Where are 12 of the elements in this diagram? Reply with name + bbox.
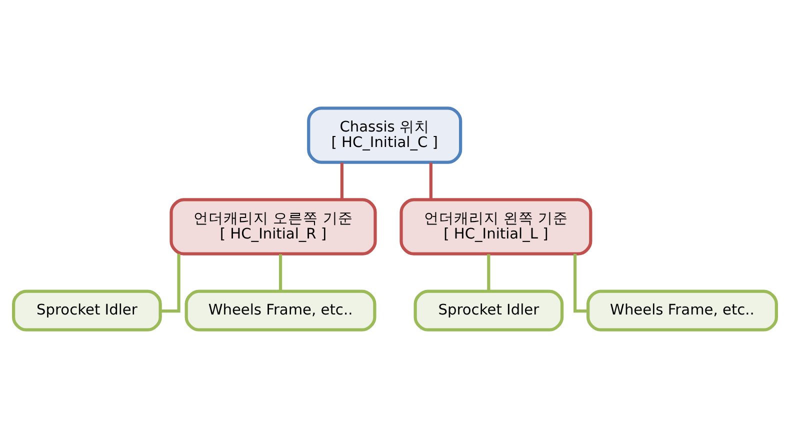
node-box: Chassis 위치 [ HC_Initial_C ]: [307, 106, 462, 164]
connector: [573, 253, 588, 312]
connector: [340, 162, 344, 200]
connector: [429, 162, 432, 200]
connector: [487, 254, 490, 291]
node-box: Sprocket Idler: [414, 289, 564, 331]
node-box: 언더캐리지 왼쪽 기준 [ HC_Initial_L ]: [400, 198, 592, 255]
node-box: Wheels Frame, etc..: [586, 289, 778, 331]
node-box: 언더캐리지 오른쪽 기준 [ HC_Initial_R ]: [170, 198, 377, 255]
connector: [278, 254, 282, 291]
node-box: Wheels Frame, etc..: [184, 289, 376, 331]
node-box: Sprocket Idler: [12, 289, 162, 331]
